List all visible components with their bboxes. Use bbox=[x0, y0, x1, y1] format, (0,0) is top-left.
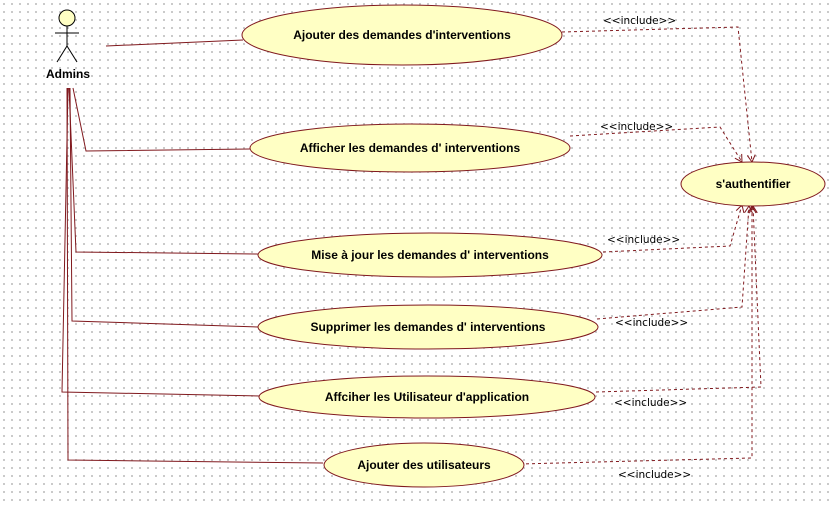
use-case[interactable]: Mise à jour les demandes d' intervention… bbox=[257, 232, 603, 278]
include-arrow bbox=[596, 204, 753, 320]
include-arrow bbox=[561, 26, 756, 164]
use-case-label: s'authentifier bbox=[716, 177, 791, 191]
association-line bbox=[69, 87, 259, 328]
association-line bbox=[105, 39, 244, 47]
use-case-label: Ajouter des demandes d'interventions bbox=[293, 28, 511, 42]
include-labels: <<include>> <<include>> <<include>> <<in… bbox=[600, 15, 691, 481]
use-case-ellipse bbox=[249, 123, 571, 173]
use-case-ellipse bbox=[258, 375, 596, 419]
use-case-ellipse bbox=[257, 304, 599, 350]
use-case-ellipse bbox=[257, 232, 603, 278]
use-case-label: Mise à jour les demandes d' intervention… bbox=[311, 248, 549, 262]
include-arrow bbox=[602, 204, 745, 253]
stick-figure-icon bbox=[55, 9, 79, 63]
use-case-label: Ajouter des utilisateurs bbox=[357, 458, 491, 472]
use-case-ellipse bbox=[680, 161, 826, 207]
include-label: <<include>> bbox=[603, 15, 676, 27]
use-case-ellipse bbox=[323, 442, 525, 488]
included-use-case[interactable]: s'authentifier bbox=[680, 161, 826, 207]
use-case[interactable]: Supprimer les demandes d' interventions bbox=[257, 304, 599, 350]
use-case[interactable]: Ajouter des utilisateurs bbox=[323, 442, 525, 488]
use-case[interactable]: Ajouter des demandes d'interventions bbox=[241, 4, 563, 66]
use-case-label: Supprimer les demandes d' interventions bbox=[311, 320, 546, 334]
include-label: <<include>> bbox=[618, 469, 691, 481]
actor[interactable]: Admins bbox=[46, 9, 90, 81]
association-line bbox=[66, 87, 324, 464]
include-arrow bbox=[569, 126, 743, 163]
associations bbox=[61, 39, 324, 464]
use-case[interactable]: Affciher les Utilisateur d'application bbox=[258, 375, 596, 419]
use-case-label: Afficher les demandes d' interventions bbox=[300, 141, 521, 155]
association-line bbox=[61, 87, 262, 397]
use-case-ellipse bbox=[241, 4, 563, 66]
include-dependencies bbox=[519, 26, 762, 465]
include-label: <<include>> bbox=[615, 317, 688, 329]
association-line bbox=[72, 87, 251, 152]
association-line bbox=[68, 87, 259, 255]
include-label: <<include>> bbox=[614, 397, 687, 409]
include-label: <<include>> bbox=[600, 121, 673, 133]
include-arrow bbox=[595, 204, 762, 393]
actor-label: Admins bbox=[46, 67, 90, 81]
include-label: <<include>> bbox=[607, 234, 680, 246]
use-case-label: Affciher les Utilisateur d'application bbox=[325, 390, 529, 404]
use-case[interactable]: Afficher les demandes d' interventions bbox=[249, 123, 571, 173]
